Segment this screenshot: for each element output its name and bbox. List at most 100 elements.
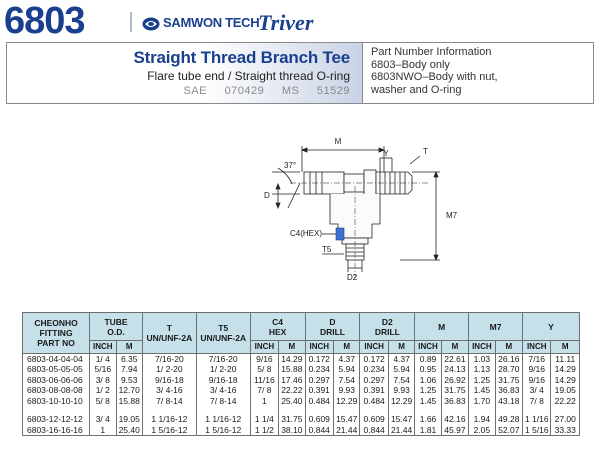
table-cell: 1.03 [468,353,496,364]
col-tube-od: TUBE O.D. [89,312,143,341]
table-cell: 14.29 [550,374,580,385]
unit-mm: M [550,340,580,354]
table-cell: 26.92 [440,374,470,385]
table-cell: 0.391 [359,385,389,396]
table-cell: 24.13 [440,364,470,375]
table-cell: 25.40 [115,424,143,436]
table-cell: 0.297 [359,374,389,385]
table-cell: 1.13 [468,364,496,375]
table-cell: 3/ 4 [89,414,117,425]
table-cell: 6.35 [115,353,143,364]
label-c4: C4(HEX) [290,229,322,238]
table-cell: 7/16 [522,353,552,364]
unit-inch: INCH [468,340,496,354]
label-t5: T5 [322,245,332,254]
table-cell: 5/ 8 [249,364,280,375]
pn-info-line: 6803–Body only [371,58,450,71]
table-cell: 1 1/16 [522,414,552,425]
table-cell: 5.94 [387,364,416,375]
table-cell: 1 1/16-12 [141,414,197,425]
table-cell: 0.297 [304,374,335,385]
table-cell: 28.70 [494,364,524,375]
label-angle: 37° [284,161,296,170]
table-cell: 0.484 [304,395,335,406]
table-cell: 1.25 [414,385,442,396]
table-cell: 26.16 [494,353,524,364]
product-subtitle: Flare tube end / Straight thread O-ring [147,69,350,83]
unit-inch: INCH [414,340,442,354]
unit-inch: INCH [304,340,335,354]
table-cell: 9/16 [522,364,552,375]
table-cell: 38.10 [278,424,306,436]
hex-highlight [335,227,345,241]
table-cell: 4.37 [332,353,361,364]
table-cell: 11.11 [550,353,580,364]
unit-inch: INCH [522,340,552,354]
table-cell: 7/ 8 [249,385,280,396]
table-cell: 31.75 [278,414,306,425]
table-cell: 1/ 2-20 [141,364,197,375]
table-cell: 1.25 [468,374,496,385]
sae-code: SAE 070429 [183,85,265,97]
label-m: M [335,137,342,146]
table-cell: 21.44 [332,424,361,436]
table-cell: 0.234 [359,364,389,375]
pn-info-line: 6803NWO–Body with nut, [371,71,498,83]
table-cell: 45.97 [440,424,470,436]
col-d: D DRILL [304,312,361,341]
table-cell: 1 5/16-12 [195,424,251,436]
unit-mm: M [494,340,524,354]
table-cell: 15.47 [387,414,416,425]
label-m7: M7 [446,211,458,220]
table-cell: 12.70 [115,385,143,396]
unit-mm: M [278,340,306,354]
table-cell: 1 5/16-12 [141,424,197,436]
table-cell: 49.28 [494,414,524,425]
table-cell: 1 [249,395,280,406]
table-cell: 1 1/16-12 [195,414,251,425]
table-cell: 27.00 [550,414,580,425]
part-number-cell: 6803-12-12-12 [21,414,91,425]
table-cell: 3/ 4 [522,385,552,396]
col-m: M [414,312,470,341]
table-cell: 1/ 2-20 [195,364,251,375]
spec-table: CHEONHO FITTING PART NO TUBE O.D. T UN/U… [21,312,580,436]
table-cell: 36.83 [494,385,524,396]
table-cell: 3/ 4-16 [141,385,197,396]
table-cell: 52.07 [494,424,524,436]
table-cell: 1 1/4 [249,414,280,425]
table-cell: 7.94 [115,364,143,375]
table-cell: 1/ 4 [89,353,117,364]
unit-mm: M [332,340,361,354]
table-cell: 22.22 [550,395,580,406]
table-cell: 4.37 [387,353,416,364]
label-d: D [264,191,270,200]
brand-name: SAMWON TECH [163,15,260,30]
table-cell: 17.46 [278,374,306,385]
table-cell: 1/ 2 [89,385,117,396]
label-t: T [423,147,428,156]
samwon-logo-icon [142,17,160,31]
unit-mm: M [440,340,470,354]
title-panel: Straight Thread Branch Tee Flare tube en… [7,43,363,103]
table-cell: 0.234 [304,364,335,375]
table-cell: 14.29 [550,364,580,375]
table-cell: 1.94 [468,414,496,425]
part-number-cell: 6803-10-10-10 [21,395,91,406]
brand-row: 6803 SAMWON TECH Triver [0,0,600,42]
pn-info-line: Part Number Information [371,46,492,58]
part-number-cell: 6803-04-04-04 [21,353,91,364]
table-cell: 7.54 [387,374,416,385]
unit-mm: M [387,340,416,354]
col-y: Y [522,312,580,341]
table-cell: 9/16-18 [141,374,197,385]
table-cell: 11/16 [249,374,280,385]
product-title: Straight Thread Branch Tee [133,48,351,67]
